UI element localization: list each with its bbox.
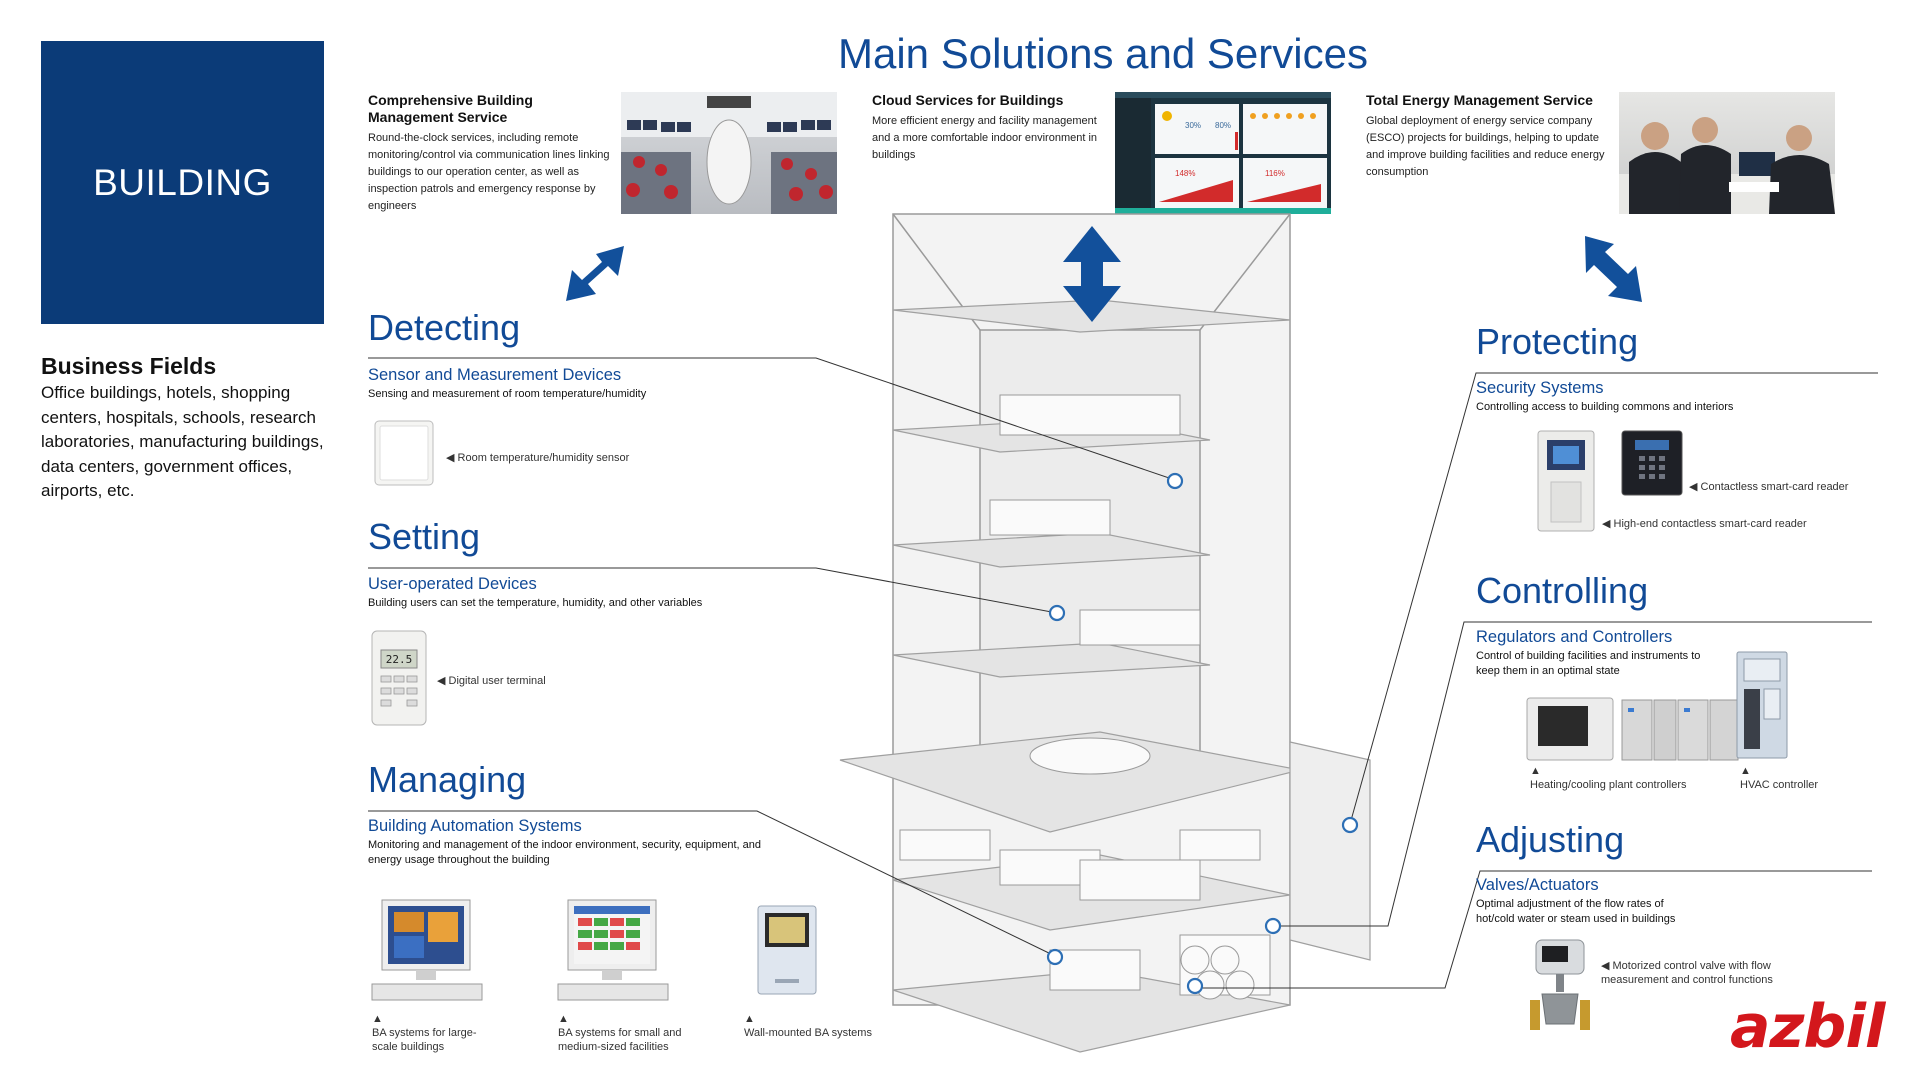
wall-mounted-ba-system-image	[757, 905, 817, 995]
ba-small-medium-workstation-image	[556, 898, 669, 1008]
caption-ba-large-scale: BA systems for large-scale buildings	[372, 1027, 477, 1053]
terminal-display-value: 22.5	[386, 653, 413, 666]
section-subheading-setting: User-operated Devices	[368, 575, 537, 593]
section-desc-managing: Monitoring and management of the indoor …	[368, 839, 761, 866]
section-desc-protecting: Controlling access to building commons a…	[1476, 401, 1734, 413]
caption-heating-cooling-plant-controllers: Heating/cooling plant controllers	[1530, 779, 1687, 791]
service-desc: More efficient energy and facility manag…	[872, 115, 1098, 161]
main-title: Main Solutions and Services	[838, 30, 1368, 77]
caption-marker: ▲	[1530, 765, 1541, 777]
caption-ba-small-medium: BA systems for small and medium-sized fa…	[558, 1027, 682, 1053]
section-desc-detecting: Sensing and measurement of room temperat…	[368, 388, 647, 400]
caption-hvac-controller: HVAC controller	[1740, 779, 1819, 791]
service-title: Total Energy Management Service	[1366, 92, 1593, 108]
hvac-controller-image	[1736, 651, 1788, 759]
business-meeting-photo	[1619, 92, 1835, 214]
caption-digital-user-terminal: ◀ Digital user terminal	[437, 675, 546, 687]
section-heading-controlling: Controlling	[1476, 570, 1649, 611]
business-fields-text: Office buildings, hotels, shopping cente…	[41, 383, 324, 500]
business-fields-title: Business Fields	[41, 353, 217, 379]
caption-marker: ▲	[558, 1013, 569, 1025]
section-subheading-managing: Building Automation Systems	[368, 817, 582, 835]
section-subheading-protecting: Security Systems	[1476, 379, 1604, 397]
service-title: Cloud Services for Buildings	[872, 92, 1064, 108]
section-heading-detecting: Detecting	[368, 307, 521, 348]
service-desc: Global deployment of energy service comp…	[1366, 115, 1605, 178]
service-title: Comprehensive Building Management Servic…	[368, 92, 533, 125]
caption-high-end-smart-card-reader: ◀ High-end contactless smart-card reader	[1602, 518, 1807, 530]
temperature-humidity-sensor-image	[374, 420, 434, 486]
caption-marker: ▲	[744, 1013, 755, 1025]
caption-marker: ▲	[1740, 765, 1751, 777]
service-building-management: Comprehensive Building Management Servic…	[368, 92, 614, 215]
section-subheading-controlling: Regulators and Controllers	[1476, 628, 1673, 646]
section-subheading-adjusting: Valves/Actuators	[1476, 876, 1599, 894]
dashboard-value: 116%	[1265, 169, 1285, 178]
dashboard-value: 148%	[1175, 169, 1195, 178]
high-end-smart-card-reader-image	[1537, 430, 1595, 532]
section-heading-adjusting: Adjusting	[1476, 819, 1625, 860]
section-heading-setting: Setting	[368, 516, 481, 557]
azbil-logo: azbil	[1730, 992, 1885, 1062]
digital-user-terminal-image: 22.5	[371, 630, 427, 726]
dashboard-value: 30%	[1185, 121, 1201, 130]
section-desc-setting: Building users can set the temperature, …	[368, 597, 703, 609]
caption-wall-mounted-ba: Wall-mounted BA systems	[744, 1027, 872, 1039]
dashboard-value: 80%	[1215, 121, 1231, 130]
ba-large-scale-workstation-image	[370, 898, 483, 1008]
caption-motorized-control-valve: ◀ Motorized control valve with flow meas…	[1601, 960, 1773, 986]
cloud-dashboard-screenshot: 30% 80% 148% 116%	[1115, 92, 1331, 214]
section-heading-protecting: Protecting	[1476, 321, 1639, 362]
section-desc-adjusting: Optimal adjustment of the flow rates of …	[1476, 898, 1676, 925]
operation-center-photo	[621, 92, 837, 214]
service-desc: Round-the-clock services, including remo…	[368, 132, 610, 212]
caption-contactless-smart-card-reader: ◀ Contactless smart-card reader	[1689, 481, 1849, 493]
motorized-control-valve-image	[1528, 938, 1592, 1036]
category-box: BUILDING	[41, 41, 324, 324]
section-heading-managing: Managing	[368, 759, 527, 800]
service-energy-management: Total Energy Management Service Global d…	[1366, 92, 1606, 181]
caption-marker: ▲	[372, 1013, 383, 1025]
service-cloud: Cloud Services for Buildings More effici…	[872, 92, 1107, 164]
section-desc-controlling: Control of building facilities and instr…	[1476, 650, 1701, 677]
heating-cooling-plant-controllers-image	[1526, 696, 1740, 762]
category-label: BUILDING	[93, 161, 272, 203]
caption-temperature-humidity-sensor: ◀ Room temperature/humidity sensor	[446, 452, 630, 464]
section-subheading-detecting: Sensor and Measurement Devices	[368, 366, 622, 384]
contactless-smart-card-reader-image	[1621, 430, 1683, 496]
